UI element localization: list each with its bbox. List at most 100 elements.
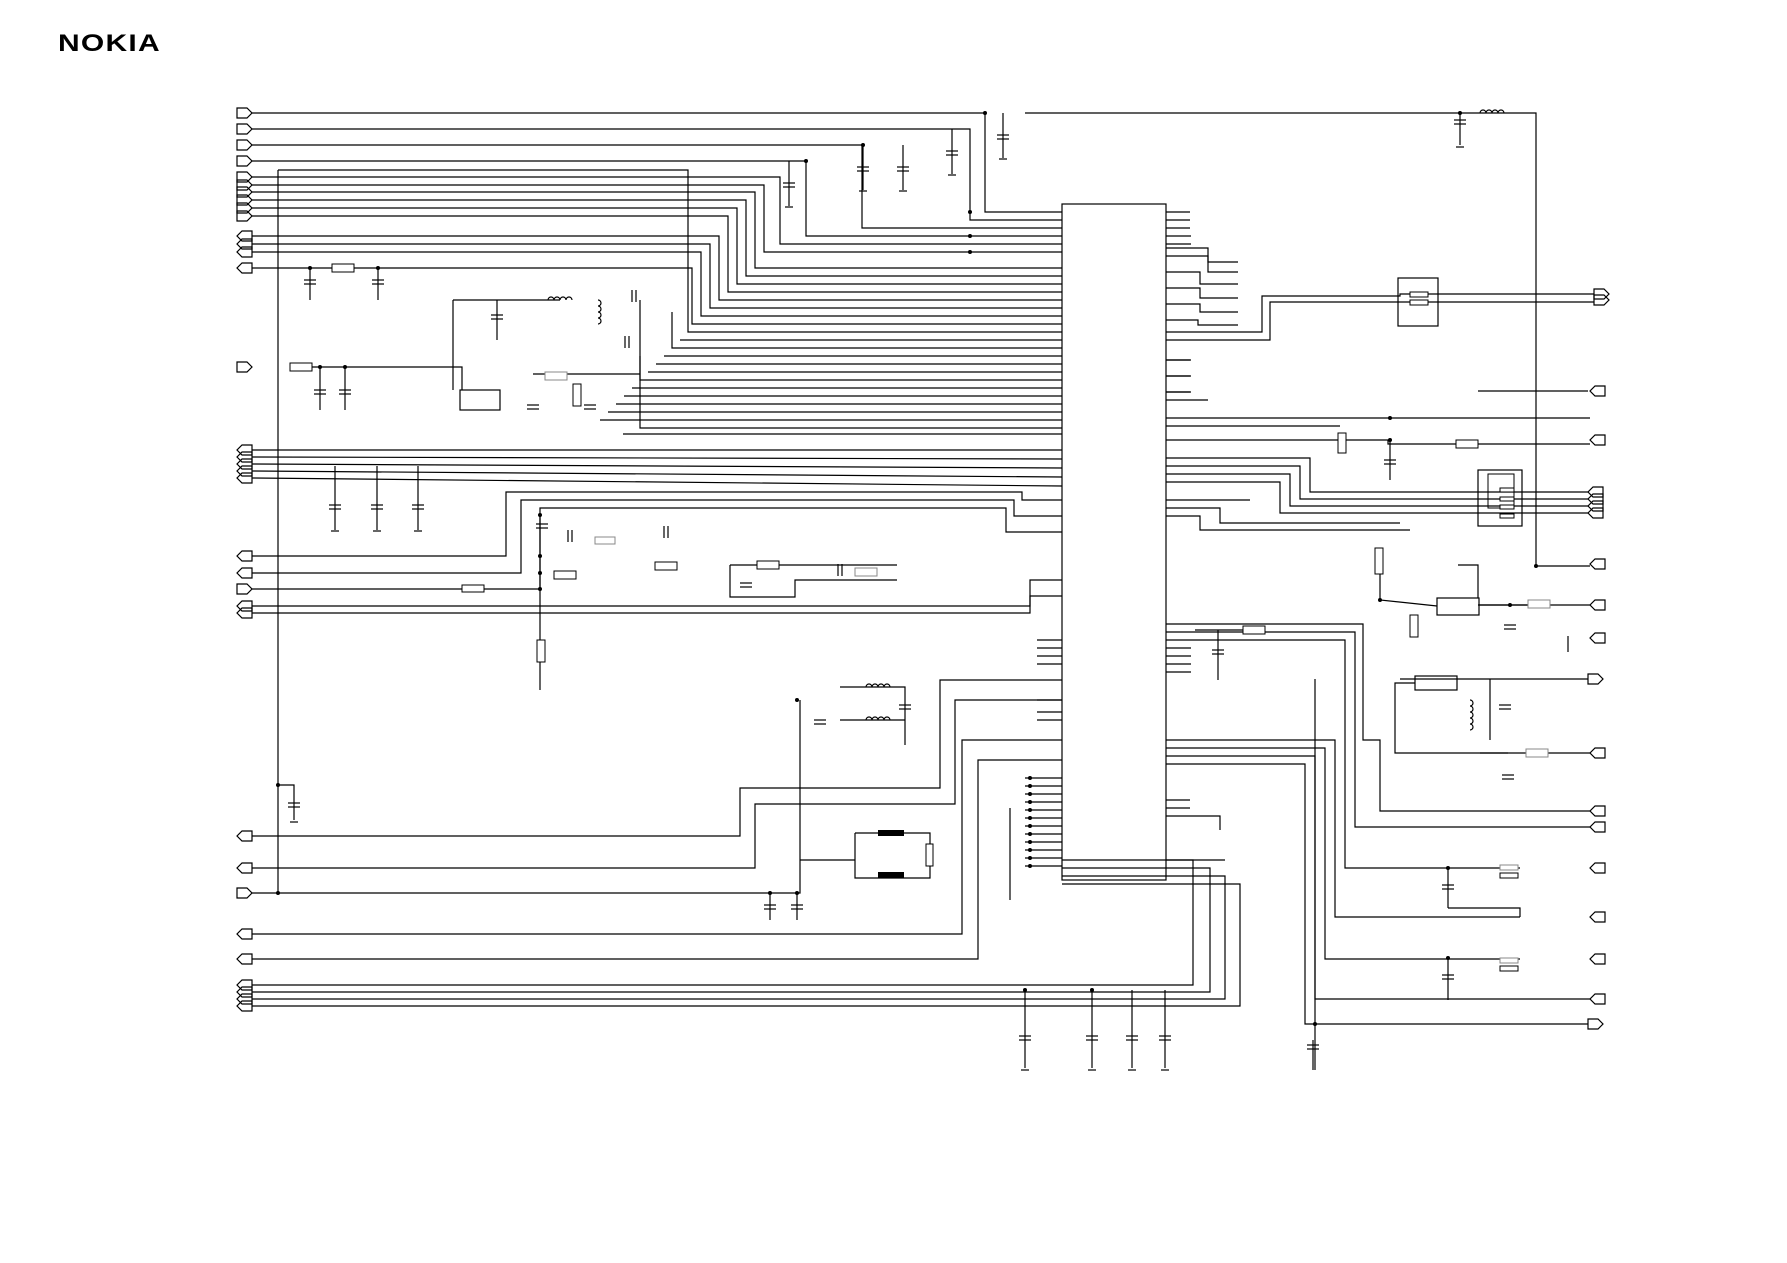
junction-dot xyxy=(1028,856,1032,860)
right-port xyxy=(1589,632,1606,644)
resistor xyxy=(1409,614,1419,638)
resistor xyxy=(1499,487,1515,493)
wire xyxy=(1166,457,1588,493)
right-port xyxy=(1587,500,1604,512)
wire xyxy=(252,867,1211,993)
wire xyxy=(854,832,931,879)
resistor xyxy=(1499,513,1515,519)
wire xyxy=(1166,473,1588,507)
wire xyxy=(840,686,906,745)
wire xyxy=(252,699,1062,869)
right-port xyxy=(1589,805,1606,817)
wire xyxy=(252,491,1062,557)
wire xyxy=(1166,303,1238,313)
wire xyxy=(252,759,1062,960)
junction-dot xyxy=(1028,800,1032,804)
junction-dot xyxy=(1458,111,1462,115)
left-port xyxy=(236,451,253,463)
junction-dot xyxy=(1090,988,1094,992)
nokia-logo: NOKIA xyxy=(58,30,161,57)
wire xyxy=(252,875,1226,1000)
components xyxy=(288,109,1551,1071)
junction-dot xyxy=(308,266,312,270)
left-port xyxy=(236,246,253,258)
junction-dot xyxy=(1028,792,1032,796)
wire xyxy=(252,207,1062,285)
inductor xyxy=(865,716,891,721)
ferrite-bead xyxy=(878,830,904,836)
wire xyxy=(252,176,1062,245)
left-port xyxy=(236,458,253,470)
resistor xyxy=(1409,299,1429,306)
resistor xyxy=(1337,432,1347,454)
left-port xyxy=(236,210,253,222)
right-port xyxy=(1587,486,1604,498)
left-port xyxy=(236,107,253,119)
right-port xyxy=(1589,821,1606,833)
junction-dot xyxy=(1028,776,1032,780)
resistor xyxy=(1525,748,1549,758)
resistor xyxy=(331,263,355,273)
wire xyxy=(1166,439,1590,445)
inductor xyxy=(547,296,573,301)
wire xyxy=(1458,564,1479,598)
wire xyxy=(639,356,1062,429)
left-port xyxy=(236,928,253,940)
wire xyxy=(252,191,1062,269)
junction-dot xyxy=(1028,848,1032,852)
filter-module xyxy=(1477,469,1523,527)
junction-dot xyxy=(1534,564,1538,568)
resistor xyxy=(756,560,780,570)
wire xyxy=(1166,287,1238,299)
junction-dot xyxy=(276,891,280,895)
wire xyxy=(252,499,1062,574)
wire xyxy=(1166,255,1238,273)
resistor xyxy=(1499,957,1519,964)
right-port-connectors xyxy=(1587,288,1610,1030)
wire xyxy=(1166,755,1590,1000)
left-port xyxy=(236,986,253,998)
left-port xyxy=(236,600,253,612)
rf-coupler xyxy=(1397,277,1439,327)
right-port xyxy=(1587,673,1604,685)
wire xyxy=(1394,682,1508,754)
wire xyxy=(278,784,295,820)
junction-dot xyxy=(1028,808,1032,812)
main-ic xyxy=(1061,203,1167,881)
right-port xyxy=(1589,434,1606,446)
right-port xyxy=(1587,493,1604,505)
wire xyxy=(1166,271,1238,285)
rf-module xyxy=(459,389,501,411)
junction-dot xyxy=(795,891,799,895)
left-port xyxy=(236,953,253,965)
right-port xyxy=(1589,599,1606,611)
wire xyxy=(1166,815,1221,830)
resistor xyxy=(553,570,577,580)
resistor xyxy=(289,362,313,372)
junction-dot xyxy=(538,513,542,517)
wire xyxy=(1166,293,1594,333)
right-port xyxy=(1587,1018,1604,1030)
resistor xyxy=(1374,547,1384,575)
wire xyxy=(252,739,1062,935)
wire xyxy=(278,169,1062,333)
resistor xyxy=(1499,864,1519,871)
junction-dot xyxy=(1508,603,1512,607)
wire xyxy=(1166,247,1238,263)
wire xyxy=(1166,481,1588,514)
resistor xyxy=(1242,625,1266,635)
junction-dot xyxy=(1388,416,1392,420)
junction-dot xyxy=(1028,864,1032,868)
right-port xyxy=(1589,953,1606,965)
resistor xyxy=(461,584,485,593)
left-port xyxy=(236,583,253,595)
junction-dot xyxy=(538,571,542,575)
junction-dot xyxy=(538,587,542,591)
left-port xyxy=(236,550,253,562)
left-port xyxy=(236,979,253,991)
junction-dot xyxy=(1023,988,1027,992)
wire xyxy=(251,477,1063,487)
junction-dot xyxy=(804,159,808,163)
wire xyxy=(252,170,279,894)
inductor xyxy=(865,683,891,688)
